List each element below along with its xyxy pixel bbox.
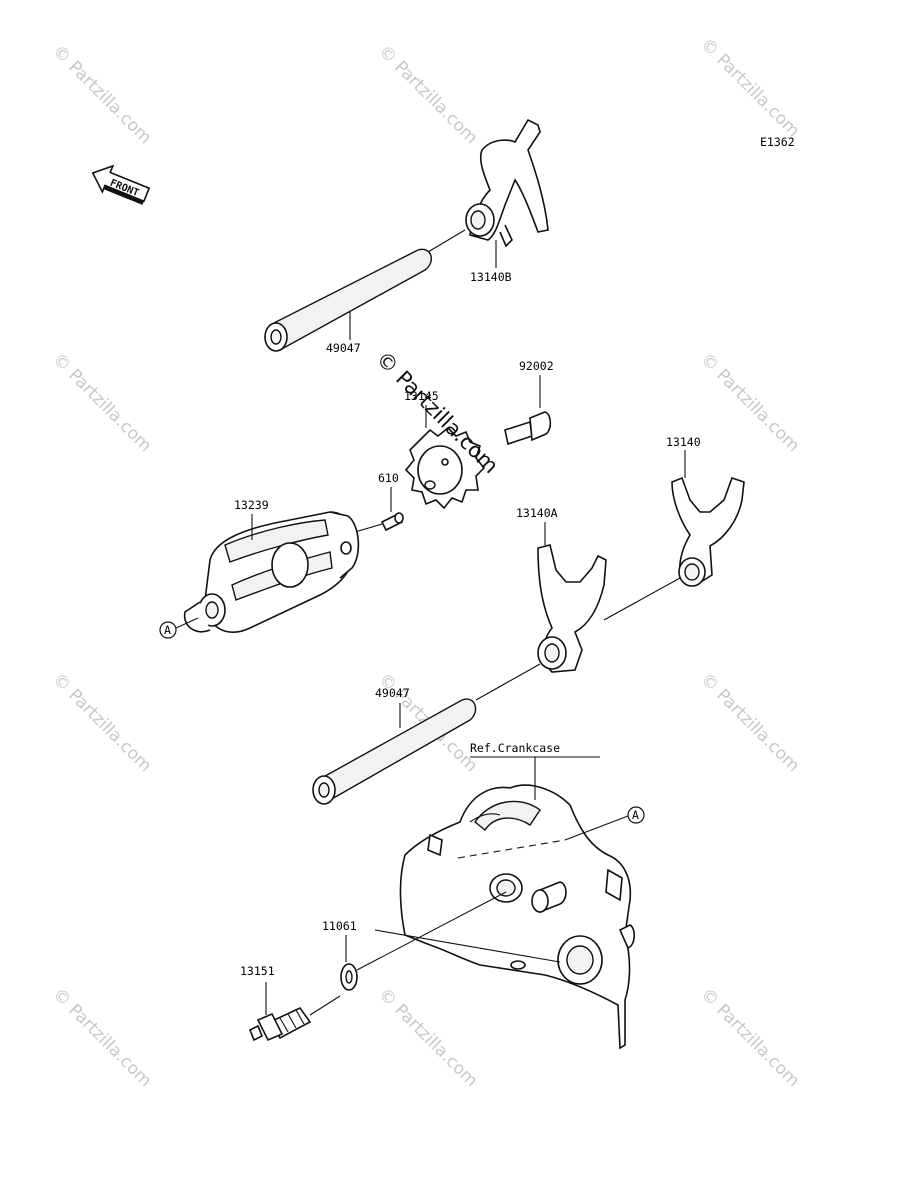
shift-rod-49047-top	[264, 248, 433, 352]
switch-13151	[248, 1006, 312, 1042]
bolt-92002	[504, 411, 552, 446]
leader-line	[309, 995, 341, 1016]
svg-text:A: A	[164, 623, 171, 637]
watermark: © Partzilla.com	[696, 349, 803, 456]
shift-fork-13140	[671, 476, 745, 587]
part-label-92002: 92002	[519, 359, 554, 373]
part-label-13145: 13145	[404, 389, 439, 403]
leader-line	[175, 617, 199, 629]
leader-line	[603, 577, 681, 621]
reference-a-marker: A	[627, 806, 645, 824]
leader-line	[564, 815, 629, 841]
watermark: © Partzilla.com	[48, 349, 155, 456]
reference-a-marker: A	[159, 621, 177, 639]
leader-line	[374, 929, 561, 963]
watermark: © Partzilla.com	[374, 41, 481, 148]
leader-line	[356, 891, 507, 971]
shift-fork-13140a	[537, 544, 607, 673]
diagram-id: E1362	[760, 135, 795, 149]
washer-11061	[340, 963, 358, 991]
shift-drum-13239	[183, 511, 360, 633]
part-label-610: 610	[378, 471, 399, 485]
part-label-13151: 13151	[240, 964, 275, 978]
star-plate-13145	[404, 426, 486, 510]
watermark: © Partzilla.com	[374, 984, 481, 1091]
front-arrow-icon: FRONT	[91, 164, 151, 205]
crankcase-reference	[399, 784, 636, 1050]
part-label-49047-top: 49047	[326, 341, 361, 355]
part-label-13140a: 13140A	[516, 506, 558, 520]
part-label-ref-crankcase: Ref.Crankcase	[470, 741, 560, 755]
part-label-13239: 13239	[234, 498, 269, 512]
pin-610	[380, 512, 404, 532]
leader-line	[427, 229, 466, 253]
watermark: © Partzilla.com	[696, 984, 803, 1091]
part-label-13140b: 13140B	[470, 270, 512, 284]
watermark: © Partzilla.com	[48, 984, 155, 1091]
shift-fork-13140b	[465, 118, 549, 248]
shift-rod-49047-bottom	[312, 698, 477, 805]
watermark: © Partzilla.com	[696, 669, 803, 776]
watermark: © Partzilla.com	[48, 669, 155, 776]
part-label-49047-bottom: 49047	[375, 686, 410, 700]
part-label-11061: 11061	[322, 919, 357, 933]
leader-line	[475, 663, 541, 701]
hidden-axis-line	[457, 839, 566, 859]
part-label-13140: 13140	[666, 435, 701, 449]
svg-text:A: A	[632, 808, 639, 822]
watermark: © Partzilla.com	[48, 41, 155, 148]
watermark: © Partzilla.com	[696, 34, 803, 141]
